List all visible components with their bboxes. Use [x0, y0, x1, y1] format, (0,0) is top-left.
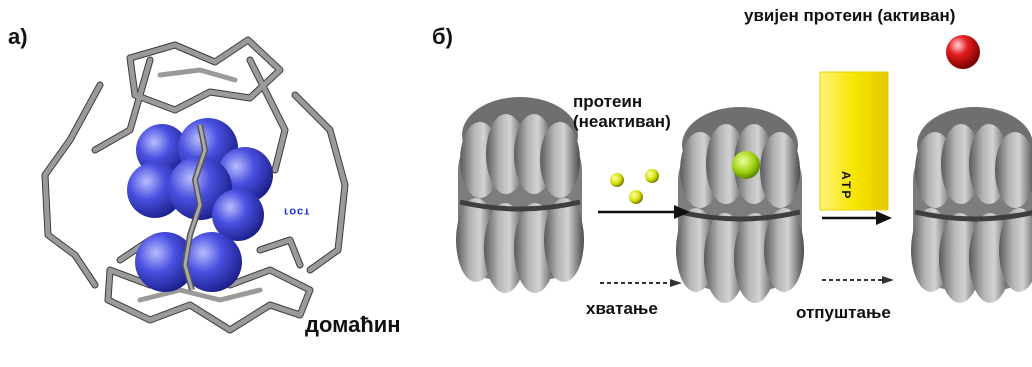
folded-protein-sphere — [946, 35, 980, 69]
inactive-protein-line1: протеин — [573, 92, 671, 112]
guest-label: гост — [284, 205, 311, 218]
bound-ligand — [732, 151, 760, 179]
forward-arrow-1 — [598, 205, 690, 219]
folded-protein-label: увијен протеин (активан) — [744, 6, 955, 26]
panel-b-label: б) — [432, 24, 453, 49]
reverse-arrow-2 — [822, 276, 894, 284]
inactive-protein-line2: (неактиван) — [573, 112, 671, 132]
energy-bar — [820, 72, 888, 210]
chaperonin-barrel-middle — [676, 107, 804, 303]
panel-a-label: а) — [8, 24, 28, 49]
host-label: домаћин — [305, 312, 401, 337]
chaperonin-barrel-right — [911, 107, 1032, 303]
ligand-dots — [610, 169, 659, 204]
reverse-arrow-1 — [600, 279, 682, 287]
release-label: отпуштање — [796, 303, 891, 323]
inactive-protein-label: протеин (неактиван) — [573, 92, 671, 131]
guest-molecule — [127, 118, 273, 292]
forward-arrow-2 — [822, 211, 892, 225]
chaperonin-barrel-left — [456, 97, 584, 293]
capture-label: хватање — [586, 299, 658, 319]
atp-label: АТР — [838, 171, 852, 200]
